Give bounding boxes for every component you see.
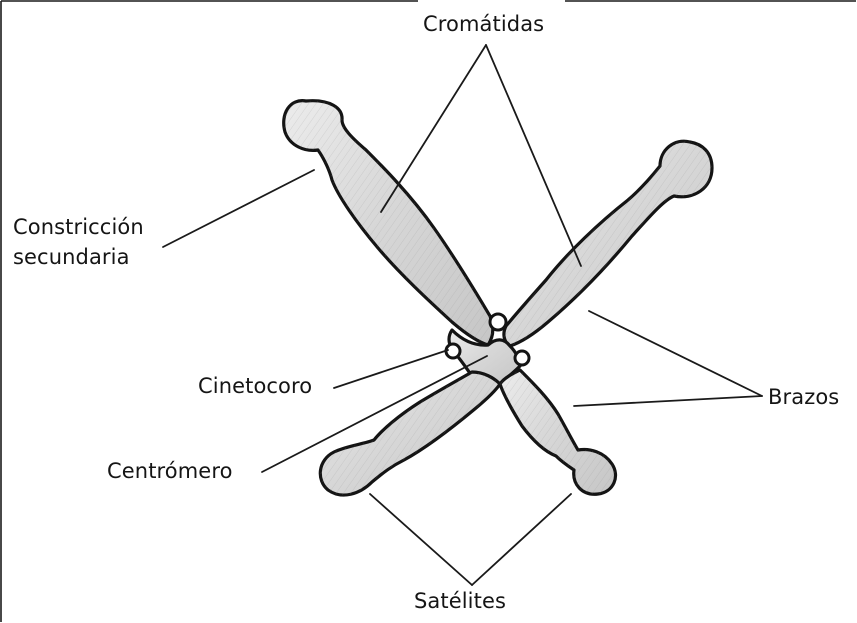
leader-cromatidas-right [486, 45, 581, 266]
label-constriccion-line1: Constricción [13, 212, 144, 242]
label-brazos: Brazos [768, 382, 839, 412]
chromatid-upper-left [284, 101, 493, 345]
kinetochore-top [490, 314, 506, 330]
leader-satelites-left [370, 494, 472, 585]
chromatid-lower-right [500, 370, 616, 494]
label-cinetocoro: Cinetocoro [198, 371, 312, 401]
chromatid-upper-right [504, 141, 712, 346]
leader-brazos-upper [589, 311, 762, 396]
label-satelites: Satélites [414, 586, 506, 616]
label-centromero: Centrómero [107, 456, 233, 486]
leader-brazos-lower [574, 396, 762, 406]
kinetochore-right [515, 351, 529, 365]
chromatid-lower-left [320, 372, 500, 495]
kinetochore-left [446, 344, 460, 358]
label-constriccion-secundaria: Constricción secundaria [13, 212, 144, 272]
leader-constriccion [163, 170, 314, 247]
leader-satelites-right [472, 494, 571, 585]
leader-cinetocoro [334, 350, 448, 388]
label-constriccion-line2: secundaria [13, 242, 144, 272]
leader-cromatidas-left [381, 45, 486, 212]
label-cromatidas: Cromátidas [423, 9, 544, 39]
